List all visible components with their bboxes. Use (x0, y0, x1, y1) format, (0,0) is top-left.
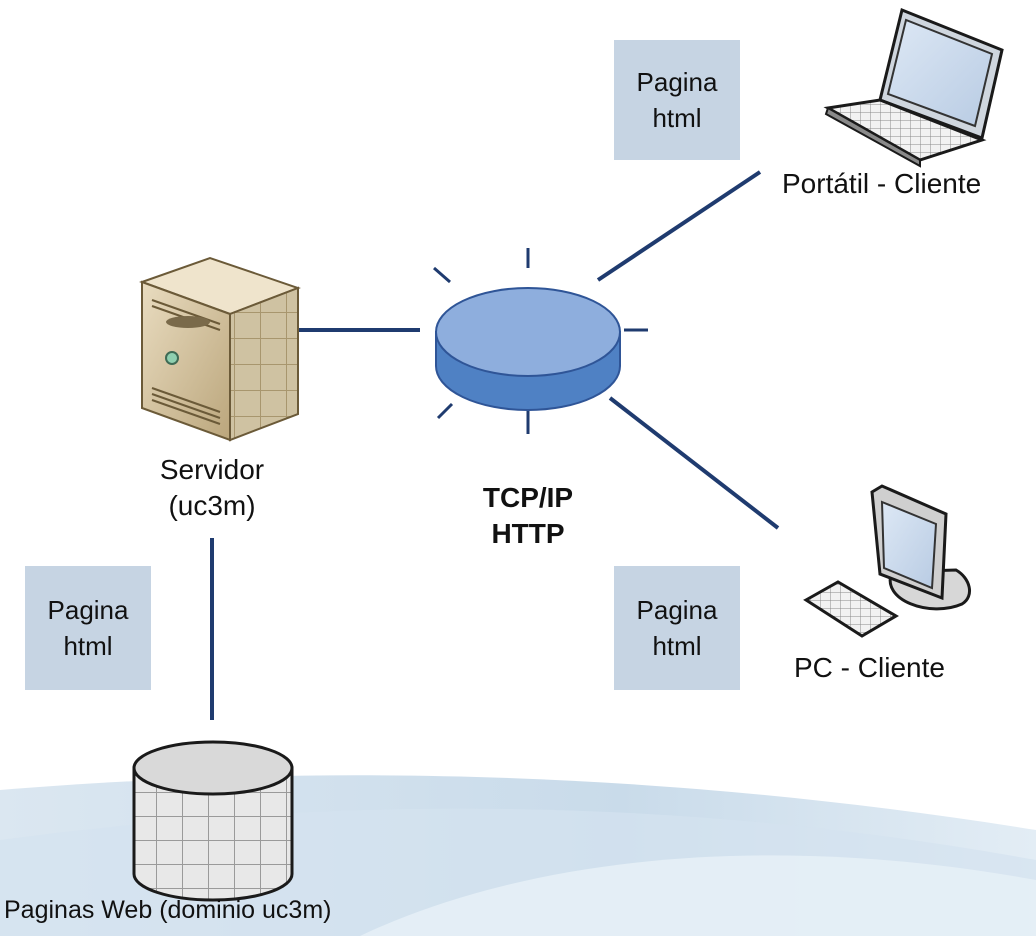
hub-to-laptop-line (596, 170, 762, 282)
server-label: Servidor (uc3m) (132, 452, 292, 524)
page-note-pc: Pagina html (614, 566, 740, 690)
desktop-computer-icon (803, 484, 972, 638)
protocol-line2: HTTP (491, 518, 565, 549)
pc-label: PC - Cliente (794, 652, 945, 683)
note-line1: Pagina (636, 67, 718, 97)
note-line2: html (652, 103, 702, 133)
note-line1: Pagina (47, 595, 129, 625)
database-cylinder-icon (132, 740, 294, 902)
server-label-line2: (uc3m) (168, 490, 256, 521)
server-tower-icon (139, 256, 301, 442)
note-line2: html (63, 631, 113, 661)
note-line2: html (652, 631, 702, 661)
hub-to-pc-line (608, 396, 780, 530)
protocol-label: TCP/IP HTTP (448, 480, 608, 552)
network-hub-icon (435, 287, 621, 411)
page-note-laptop: Pagina html (614, 40, 740, 160)
connector-lines (210, 170, 780, 720)
laptop-label: Portátil - Cliente (782, 168, 982, 199)
database-label: Paginas Web (dominio uc3m) (4, 896, 332, 924)
note-line1: Pagina (636, 595, 718, 625)
protocol-line1: TCP/IP (482, 482, 574, 513)
server-label-line1: Servidor (159, 454, 265, 485)
page-note-server: Pagina html (25, 566, 151, 690)
hub-spokes (433, 248, 648, 434)
laptop-icon (823, 7, 1004, 168)
